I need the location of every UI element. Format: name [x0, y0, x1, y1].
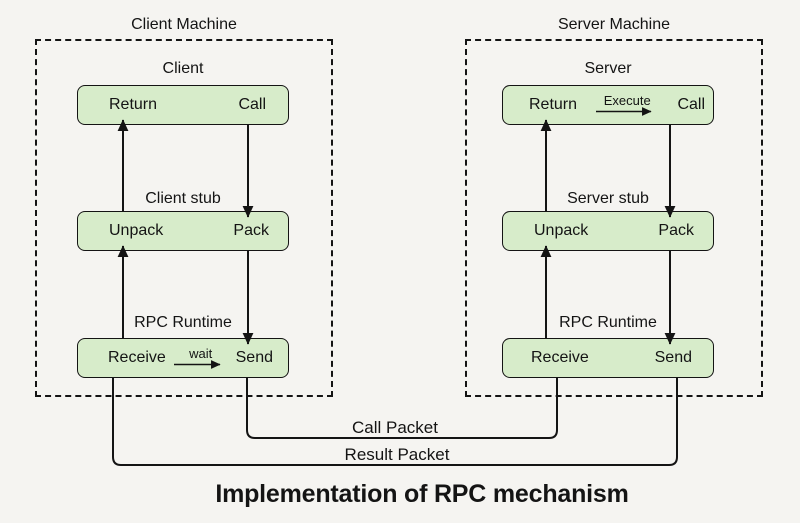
- result-packet-label: Result Packet: [344, 445, 450, 464]
- client-section-label: Client: [162, 60, 204, 77]
- client-runtime-section-label: RPC Runtime: [134, 314, 232, 331]
- client-call-label: Call: [238, 96, 266, 113]
- server-send-label: Send: [654, 349, 692, 366]
- diagram-title: Implementation of RPC mechanism: [215, 480, 629, 508]
- client-unpack-label: Unpack: [109, 222, 164, 239]
- wait-arrow-line: [174, 360, 221, 370]
- wait-arrow: wait: [173, 347, 228, 370]
- server-receive-label: Receive: [531, 349, 589, 366]
- client-return-label: Return: [109, 96, 158, 113]
- client-stub-box: Unpack Pack: [77, 211, 289, 251]
- execute-arrow-line: [596, 107, 652, 117]
- server-return-label: Return: [529, 96, 578, 113]
- wait-label: wait: [189, 345, 213, 361]
- client-app-box: Return Call: [77, 85, 289, 125]
- client-send-label: Send: [235, 349, 273, 366]
- server-pack-label: Pack: [658, 222, 694, 239]
- server-runtime-box: Receive Send: [502, 338, 714, 378]
- call-packet-label: Call Packet: [352, 418, 438, 437]
- server-stub-box: Unpack Pack: [502, 211, 714, 251]
- execute-arrow: Execute: [595, 94, 659, 117]
- execute-label: Execute: [603, 92, 651, 108]
- server-unpack-label: Unpack: [534, 222, 589, 239]
- server-call-label: Call: [677, 96, 705, 113]
- client-pack-label: Pack: [233, 222, 269, 239]
- server-runtime-section-label: RPC Runtime: [559, 314, 657, 331]
- client-machine-label: Client Machine: [131, 16, 237, 33]
- server-app-box: Return Execute Call: [502, 85, 714, 125]
- client-stub-section-label: Client stub: [145, 190, 221, 207]
- client-runtime-box: Receive wait Send: [77, 338, 289, 378]
- client-receive-label: Receive: [108, 349, 166, 366]
- server-stub-section-label: Server stub: [567, 190, 649, 207]
- server-machine-label: Server Machine: [557, 16, 671, 33]
- server-section-label: Server: [584, 60, 632, 77]
